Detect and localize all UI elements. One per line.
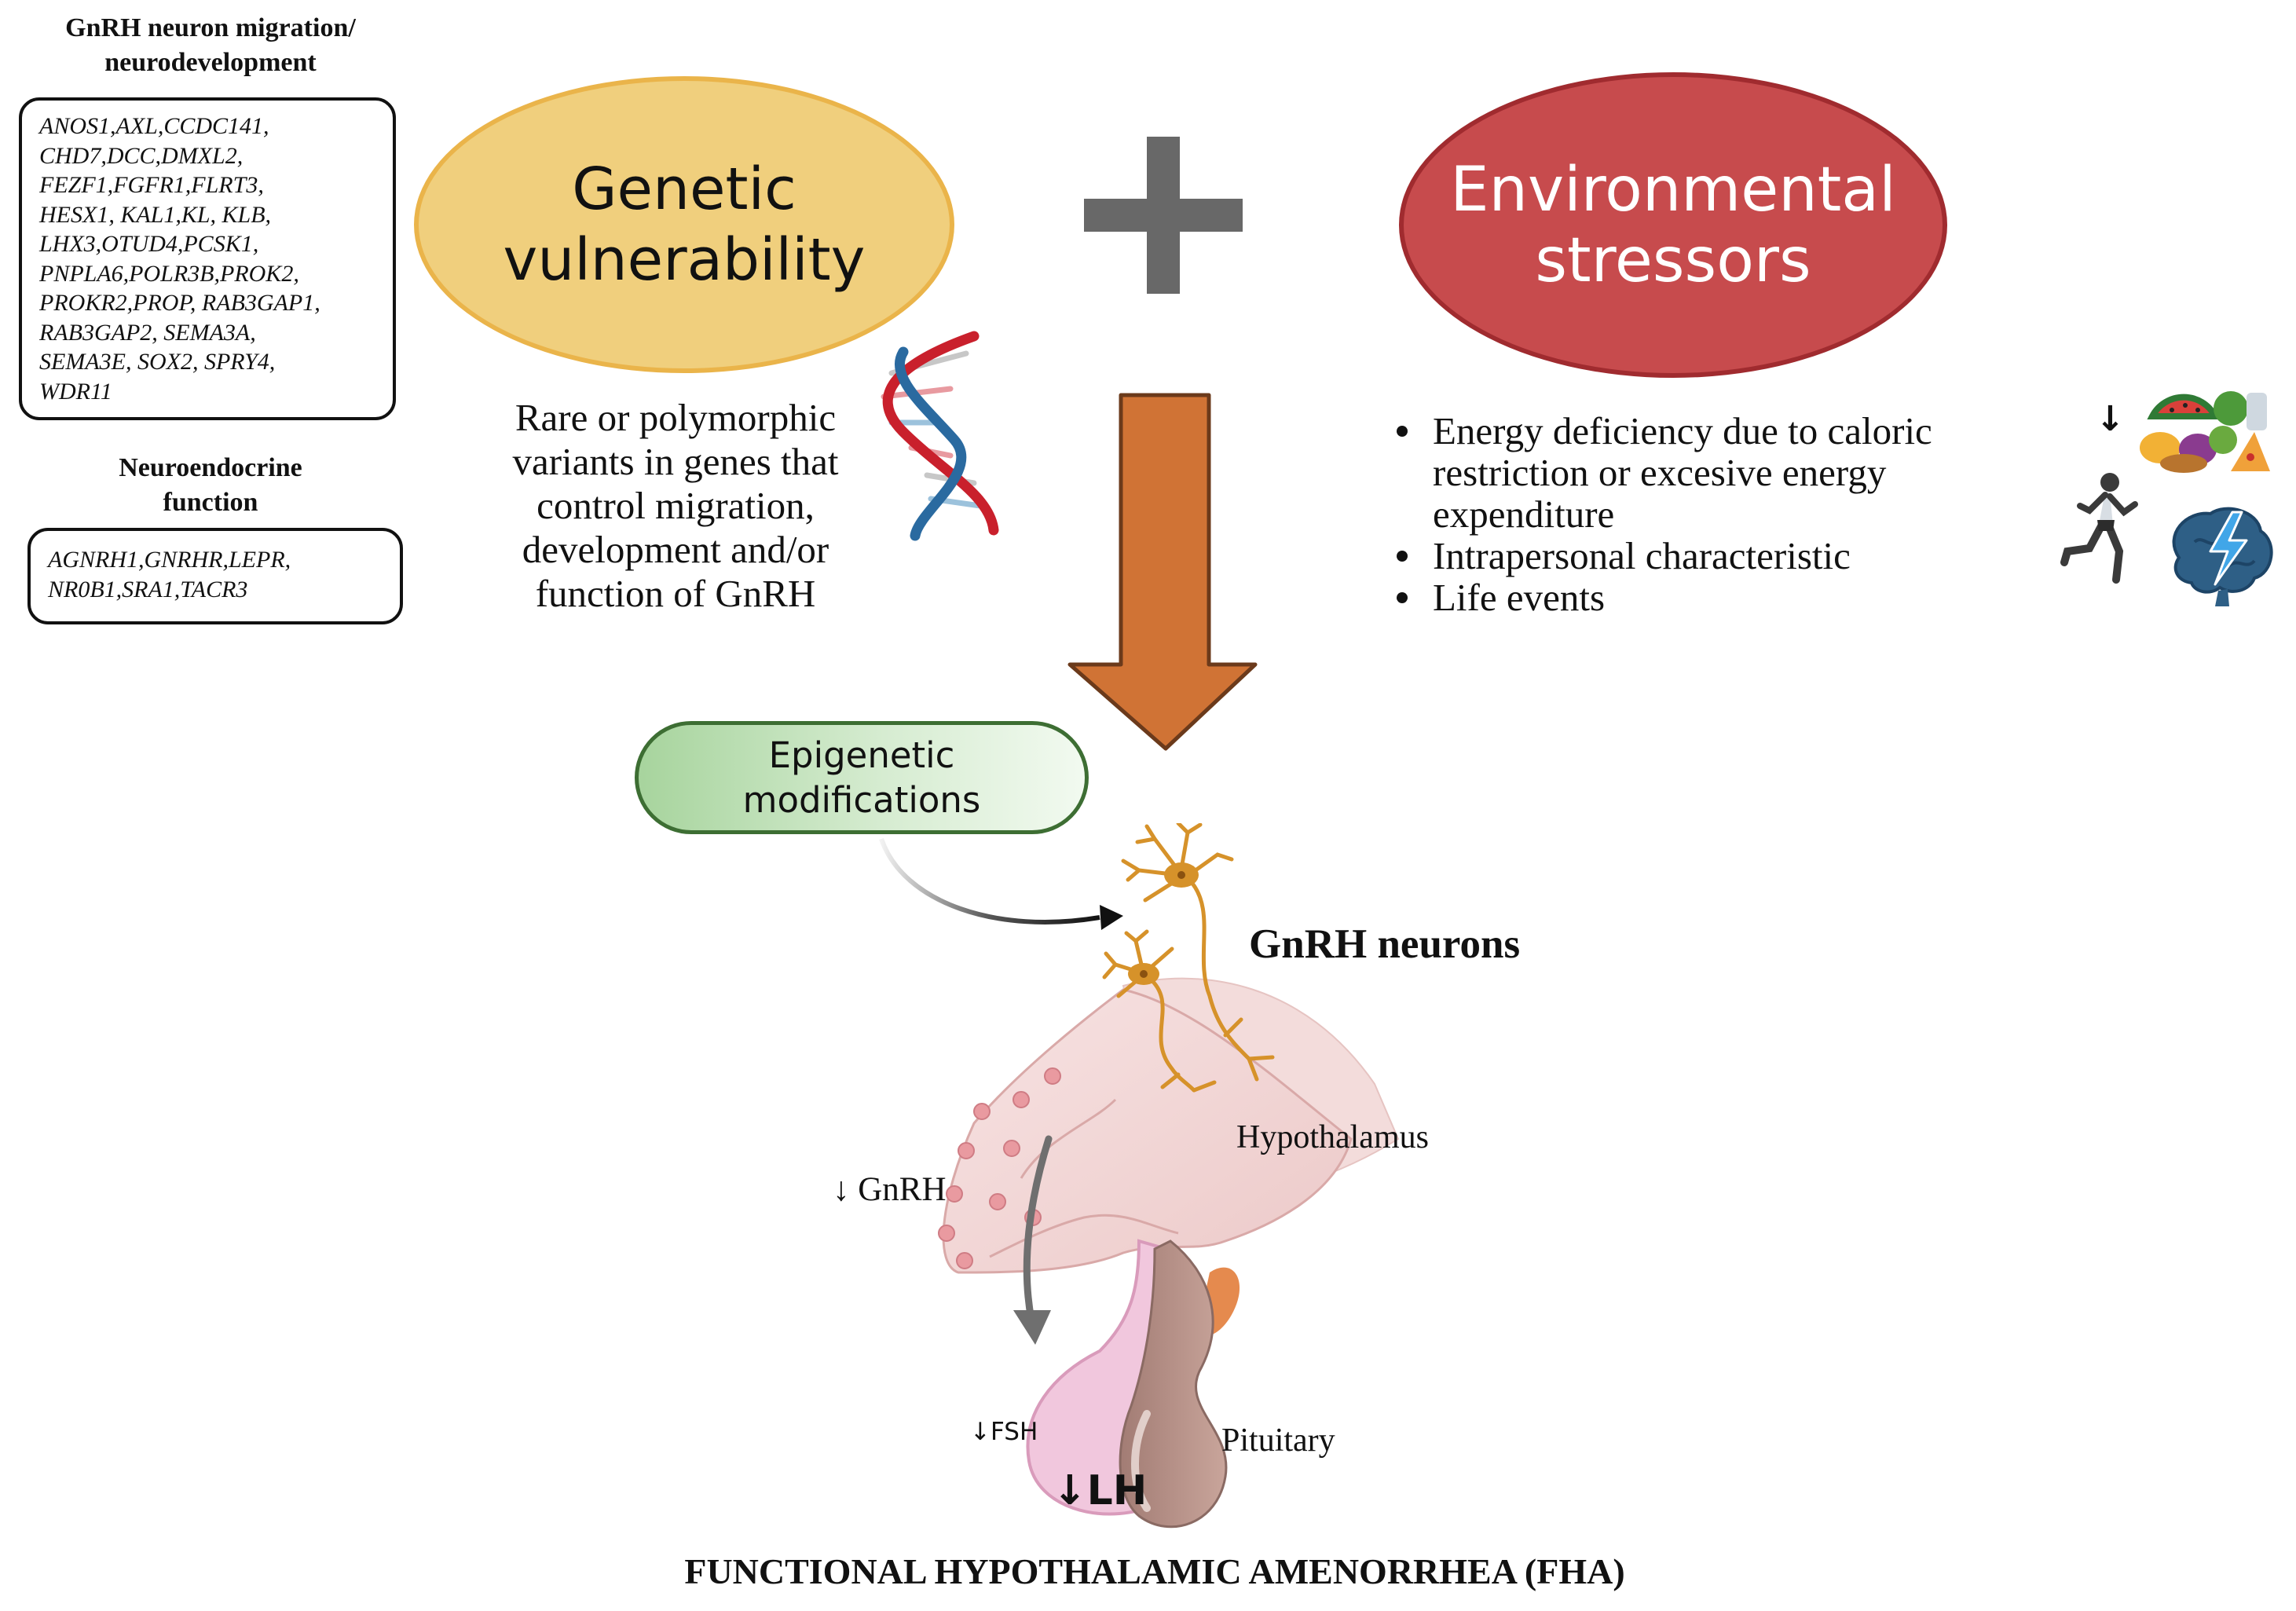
bullet-item: Life events [1390, 577, 2019, 618]
genetic-vulnerability-ellipse: Genetic vulnerability [414, 76, 954, 373]
footer-title-wrap: FUNCTIONAL HYPOTHALAMIC AMENORRHEA (FHA) [0, 1551, 2296, 1592]
migration-heading-line: neurodevelopment [104, 48, 317, 77]
brain-stress-icon [2172, 507, 2273, 606]
gene-list-line: FEZF1,FGFR1,FLRT3, [39, 172, 264, 198]
neuroendocrine-heading-line: Neuroendocrine [119, 453, 302, 482]
gene-list-line: PNPLA6,POLR3B,PROK2, [39, 260, 299, 287]
fsh-label: ↓FSH [970, 1418, 1038, 1446]
bullet-text-line: expenditure [1433, 492, 1615, 536]
environmental-title-line: Environmental [1450, 154, 1896, 225]
bullet-dot [1397, 426, 1408, 437]
dna-icon [881, 331, 999, 541]
neuroendocrine-gene-box: AGNRH1,GNRHR,LEPR, NR0B1,SRA1,TACR3 [27, 528, 403, 624]
gene-list-line: AGNRH1,GNRHR,LEPR, [48, 547, 291, 573]
bullet-dot [1397, 551, 1408, 562]
environmental-title-line: stressors [1535, 225, 1811, 296]
genetic-description-line: Rare or polymorphic [514, 396, 837, 439]
epigenetic-modifications-box: Epigenetic modifications [635, 721, 1089, 834]
epigenetic-label-line: modifications [742, 779, 981, 821]
food-decrease-arrow: ↓ [2096, 399, 2125, 439]
food-icon [2140, 391, 2270, 473]
migration-heading-line: GnRH neuron migration/ [65, 13, 356, 42]
pituitary-label: Pituitary [1221, 1422, 1335, 1459]
runner-icon [2060, 473, 2138, 584]
bullet-dot [1397, 592, 1408, 603]
migration-heading: GnRH neuron migration/ neurodevelopment [22, 11, 399, 80]
bullet-text-line: restriction or excesive energy [1433, 451, 1887, 494]
gene-list-line: ANOS1,AXL,CCDC141, [39, 113, 269, 139]
gene-list-line: LHX3,OTUD4,PCSK1, [39, 231, 259, 257]
gene-list-line: PROKR2,PROP, RAB3GAP1, [39, 290, 320, 316]
down-arrow-icon [1067, 393, 1258, 751]
bullet-text-line: Intrapersonal characteristic [1433, 534, 1851, 577]
gnrh-neurons-label: GnRH neurons [1249, 921, 1521, 967]
environmental-bullet-list: Energy deficiency due to caloric restric… [1390, 410, 2019, 618]
gene-list-line: NR0B1,SRA1,TACR3 [48, 576, 248, 602]
lh-label: ↓LH [1053, 1467, 1148, 1514]
neuroendocrine-heading: Neuroendocrine function [22, 451, 399, 520]
bullet-item: Energy deficiency due to caloric restric… [1390, 410, 2019, 535]
environmental-stressors-ellipse: Environmental stressors [1399, 72, 1947, 378]
genetic-description-line: variants in genes that [512, 440, 839, 483]
epigenetic-arrow [879, 838, 1123, 930]
gene-list-line: HESX1, KAL1,KL, KLB, [39, 201, 272, 228]
neuroendocrine-heading-line: function [163, 488, 258, 517]
plus-icon [1084, 137, 1243, 294]
genetic-description-line: development and/or [522, 528, 829, 571]
footer-title: FUNCTIONAL HYPOTHALAMIC AMENORRHEA (FHA) [684, 1551, 1625, 1591]
gnrh-decrease-label: ↓ GnRH [833, 1171, 947, 1208]
hypothalamus-label: Hypothalamus [1236, 1119, 1429, 1155]
gene-list-line: CHD7,DCC,DMXL2, [39, 142, 244, 169]
genetic-title-line: Genetic [572, 156, 796, 223]
gene-list-line: SEMA3E, SOX2, SPRY4, [39, 349, 276, 375]
epigenetic-label-line: Epigenetic [768, 734, 955, 776]
bullet-item: Intrapersonal characteristic [1390, 535, 2019, 577]
gene-list-line: RAB3GAP2, SEMA3A, [39, 319, 256, 346]
bullet-text-line: Energy deficiency due to caloric [1433, 409, 1932, 452]
bullet-text-line: Life events [1433, 576, 1606, 619]
genetic-title-line: vulnerability [503, 226, 866, 294]
genetic-description-line: function of GnRH [535, 572, 816, 615]
neuron-icon [1102, 823, 1275, 1093]
genetic-description-line: control migration, [536, 484, 815, 527]
migration-gene-box: ANOS1,AXL,CCDC141, CHD7,DCC,DMXL2, FEZF1… [19, 97, 396, 420]
genetic-description: Rare or polymorphic variants in genes th… [463, 396, 888, 616]
gene-list-line: WDR11 [39, 378, 112, 405]
